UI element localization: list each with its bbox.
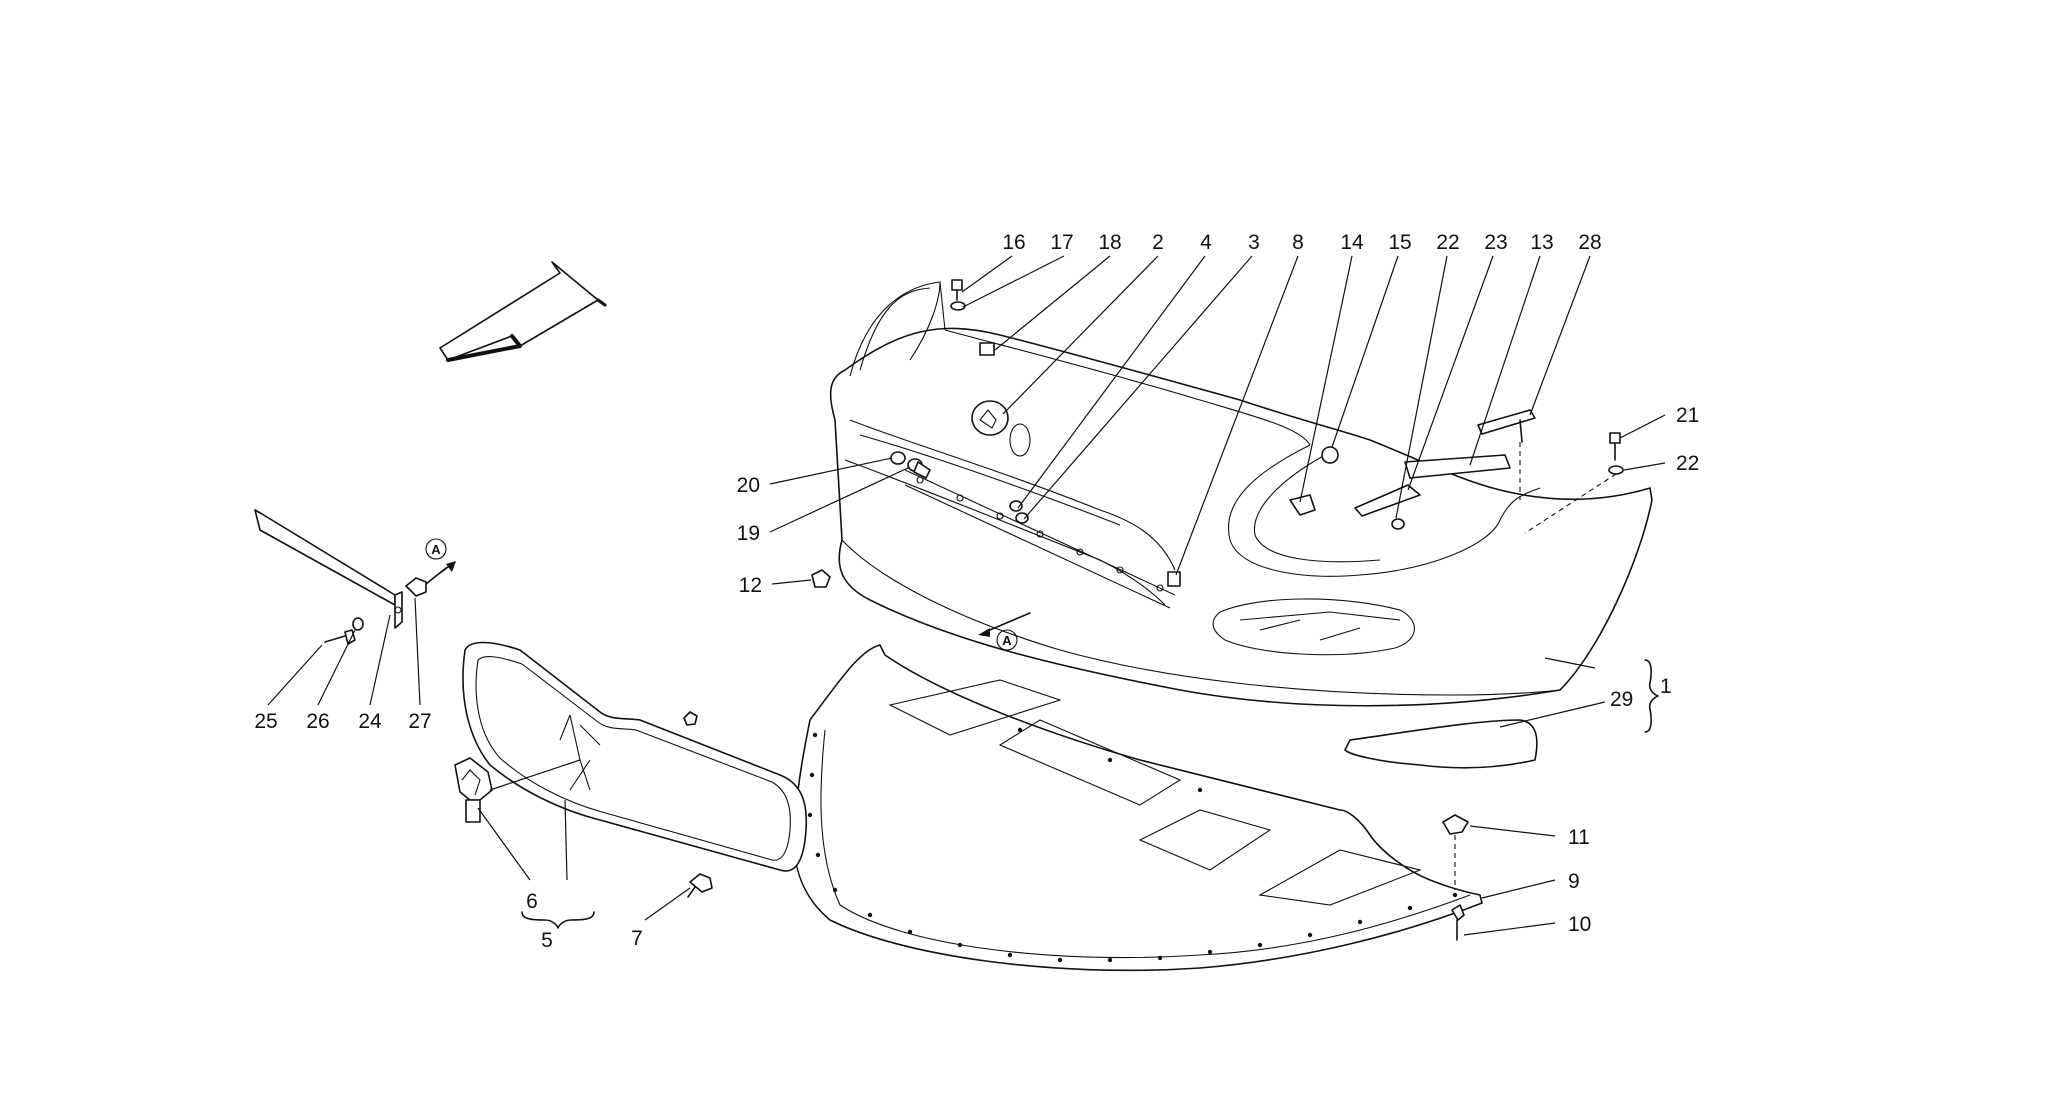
callout-2: 2 bbox=[1152, 231, 1164, 254]
callout-1: 1 bbox=[1660, 675, 1672, 698]
callout-19: 19 bbox=[737, 522, 760, 545]
group-bracket-1 bbox=[1644, 659, 1659, 733]
direction-arrow-icon bbox=[439, 261, 607, 362]
front-grille bbox=[462, 641, 808, 872]
pin-19-20 bbox=[890, 451, 931, 479]
callout-15: 15 bbox=[1388, 231, 1411, 254]
callout-12: 12 bbox=[739, 574, 762, 597]
callout-25: 25 bbox=[254, 710, 277, 733]
leader-lines bbox=[267, 255, 1666, 936]
rail-23 bbox=[1354, 484, 1421, 530]
callout-23: 23 bbox=[1484, 231, 1507, 254]
callout-9: 9 bbox=[1568, 870, 1580, 893]
callout-labels: 16 17 18 2 4 3 8 14 15 22 23 13 28 21 22… bbox=[254, 231, 1699, 952]
callout-16: 16 bbox=[1002, 231, 1025, 254]
nut-12 bbox=[811, 569, 831, 588]
bracket-28 bbox=[1477, 409, 1536, 443]
clip-11 bbox=[1442, 814, 1469, 890]
bolt-16 bbox=[951, 279, 963, 301]
callout-29: 29 bbox=[1610, 688, 1633, 711]
callout-4: 4 bbox=[1200, 231, 1212, 254]
callout-10: 10 bbox=[1568, 913, 1591, 936]
bolt-10 bbox=[1451, 904, 1465, 941]
grille-clip bbox=[454, 757, 493, 823]
callout-8: 8 bbox=[1292, 231, 1304, 254]
marker-a-top: A bbox=[425, 538, 456, 574]
grille-screw bbox=[687, 873, 713, 898]
washer-17 bbox=[950, 301, 966, 311]
callout-13: 13 bbox=[1530, 231, 1553, 254]
nut-15 bbox=[1321, 446, 1339, 464]
group-bracket-5 bbox=[521, 911, 595, 929]
bracket-14 bbox=[1289, 494, 1316, 516]
callout-6: 6 bbox=[526, 890, 538, 913]
callout-7: 7 bbox=[631, 927, 643, 950]
side-washer bbox=[352, 617, 364, 631]
callout-17: 17 bbox=[1050, 231, 1073, 254]
marker-a-center: A bbox=[978, 612, 1031, 651]
side-screw bbox=[324, 629, 356, 645]
clip-8 bbox=[1167, 571, 1181, 587]
lower-undertray bbox=[792, 644, 1483, 972]
washer-22 bbox=[1608, 465, 1624, 475]
clip-3-4 bbox=[1009, 500, 1029, 524]
bolt-21 bbox=[1609, 432, 1621, 461]
callout-11: 11 bbox=[1568, 826, 1590, 849]
callout-20: 20 bbox=[737, 474, 760, 497]
rail-13 bbox=[1404, 454, 1511, 479]
callout-28: 28 bbox=[1578, 231, 1601, 254]
undertray-rivets bbox=[807, 727, 1458, 963]
callout-14: 14 bbox=[1340, 231, 1364, 254]
callout-26: 26 bbox=[306, 710, 329, 733]
callout-5: 5 bbox=[541, 929, 553, 952]
side-bracket bbox=[254, 509, 403, 629]
callout-22-top: 22 bbox=[1436, 231, 1459, 254]
callout-18: 18 bbox=[1098, 231, 1121, 254]
callout-27: 27 bbox=[408, 710, 431, 733]
svg-text:A: A bbox=[431, 542, 441, 557]
callout-21: 21 bbox=[1676, 404, 1699, 427]
callout-24: 24 bbox=[358, 710, 382, 733]
callout-3: 3 bbox=[1248, 231, 1260, 254]
callout-22-right: 22 bbox=[1676, 452, 1699, 475]
svg-text:A: A bbox=[1002, 633, 1012, 648]
front-bumper-shell bbox=[829, 281, 1653, 769]
